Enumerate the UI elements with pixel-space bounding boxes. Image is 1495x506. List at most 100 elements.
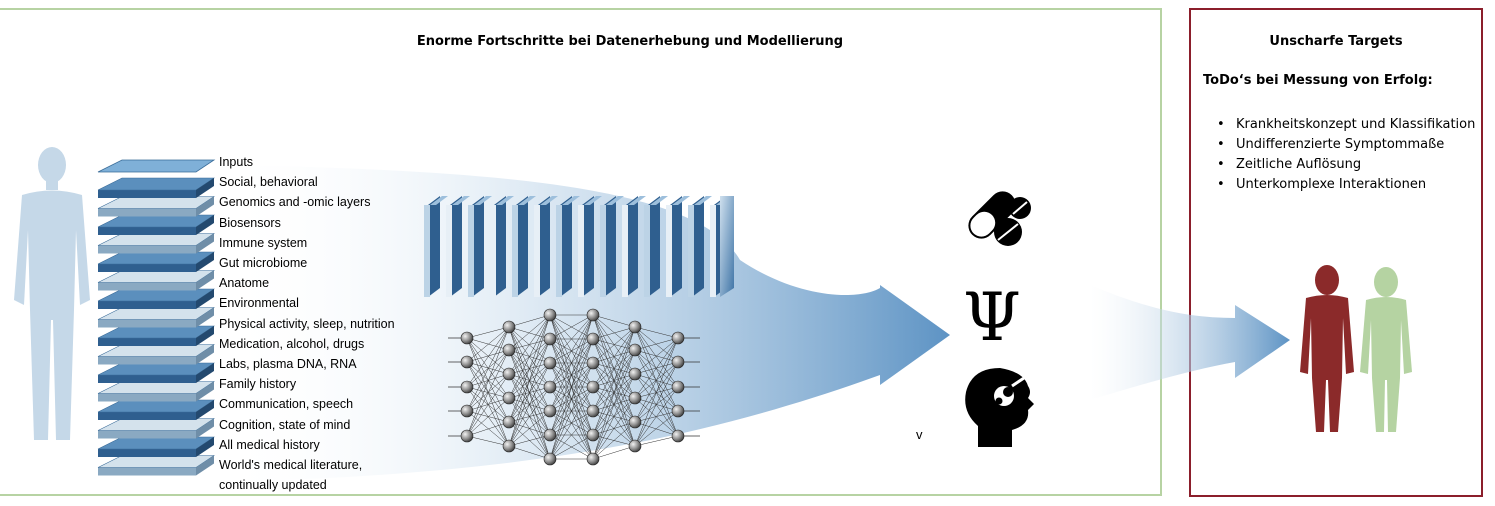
nn-edge [466,326,510,339]
input-item: Gut microbiome [219,256,308,271]
data-layer-top [97,159,216,173]
nn-edge [466,326,510,412]
data-layer [97,325,215,346]
nn-node [460,404,474,418]
nn-edge [592,326,636,460]
input-item: World's medical literature, [219,458,363,473]
nn-edge [592,349,636,460]
nn-edge [592,326,636,388]
input-item: Cognition, state of mind [219,417,351,432]
nn-node [502,391,516,405]
input-item: Communication, speech [219,397,354,412]
nn-edge [466,421,510,437]
nn-edge [634,326,679,437]
nn-node [502,320,516,334]
data-layer [97,196,215,217]
data-flow-arrow [220,165,950,482]
nn-edge [549,314,594,412]
nn-edge [634,397,679,437]
nn-edge [634,337,679,351]
conv-slab [644,196,668,297]
nn-edge [634,410,679,447]
input-item: continually updated [219,478,327,493]
conv-slab [578,196,602,297]
data-layer [97,436,215,457]
todo-heading: ToDo‘s bei Messung von Erfolg: [1203,73,1433,88]
nn-node [543,428,557,442]
green-figure-icon [1360,267,1412,432]
nn-node [628,343,642,357]
nn-edge [466,410,510,447]
nn-node [586,332,600,346]
nn-node [586,356,600,370]
data-layer [97,177,215,198]
right-panel [1189,8,1483,497]
nn-node [586,308,600,322]
nn-edge [634,337,679,399]
nn-edge [634,337,679,375]
data-layer [97,455,215,476]
nn-edge [466,349,510,437]
nn-edge [549,434,594,460]
nn-edge [634,386,679,447]
data-layer [97,307,215,328]
nn-edge [549,314,594,364]
data-layer-stack [97,159,216,476]
conv-slab [622,196,646,297]
nn-node [586,452,600,466]
input-item: Genomics and -omic layers [219,195,371,210]
nn-edge [466,326,510,363]
nn-node [460,331,474,345]
nn-edge [466,349,510,412]
input-item: Biosensors [219,215,281,230]
left-panel [0,8,1162,496]
nn-edge [508,314,551,351]
nn-edge [466,349,510,363]
nn-edge [508,434,551,447]
nn-edge [634,337,679,423]
output-arrow [1090,285,1290,400]
nn-node [460,355,474,369]
data-layer [97,399,215,420]
nn-edge [634,373,679,437]
nn-edge [634,326,679,339]
nn-edge [466,361,510,375]
nn-edge [634,326,679,388]
nn-edge [508,314,551,423]
conv-slab [490,196,514,297]
nn-node [543,332,557,346]
nn-edge [549,386,594,460]
nn-edge [508,445,551,460]
nn-edge [508,410,551,447]
nn-edge [592,314,636,328]
nn-edge [592,326,636,340]
nn-edge [466,361,510,423]
nn-node [460,429,474,443]
conv-slab [688,196,712,297]
input-item: Medication, alcohol, drugs [219,336,365,351]
right-panel-title: Unscharfe Targets [1269,34,1403,49]
data-layer [97,270,215,291]
nn-edge [508,314,551,399]
nn-edge [466,326,510,437]
nn-edge [634,361,679,447]
nn-edge [549,314,594,388]
head-brain-icon [965,368,1034,447]
nn-edge [466,361,510,447]
nn-node [628,391,642,405]
pill-capsule-icon [968,191,1031,246]
input-item: Inputs [219,155,254,169]
nn-edge [634,349,679,388]
conv-slab [446,196,470,297]
conv-slab [512,196,536,297]
nn-node [502,343,516,357]
nn-node [543,404,557,418]
nn-edge [592,326,636,436]
nn-edge [508,338,551,447]
nn-edge [508,314,551,328]
nn-edge [592,326,636,412]
psi-icon: Ψ [963,279,1021,356]
nn-node [543,308,557,322]
nn-node [671,404,685,418]
data-layer [97,214,215,235]
